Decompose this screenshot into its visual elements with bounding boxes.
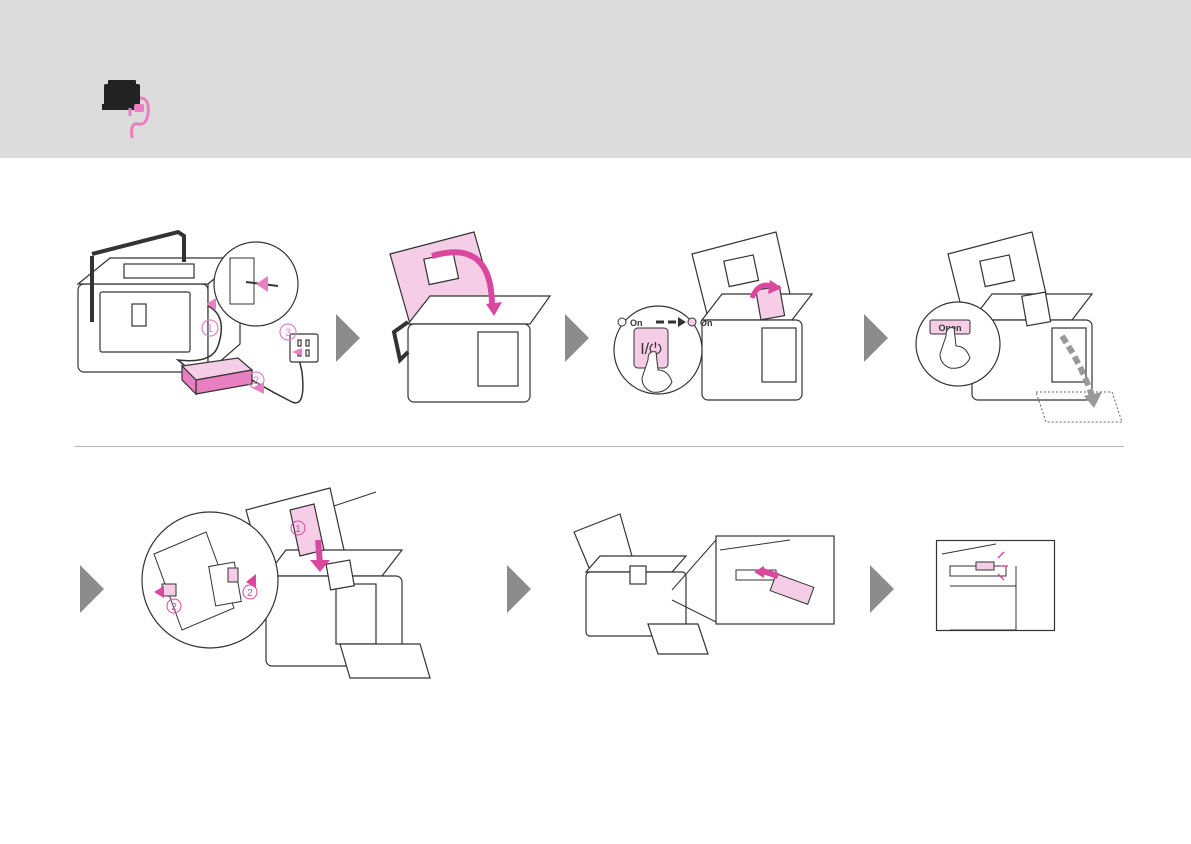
panel-open-cover bbox=[390, 232, 550, 407]
right-arrow-icon bbox=[870, 565, 894, 613]
right-arrow-icon bbox=[864, 314, 888, 362]
card-access-light bbox=[976, 562, 994, 570]
panel-power-on: I/⏻ On On bbox=[612, 232, 822, 407]
power-on-label: On bbox=[700, 318, 713, 328]
power-light-off bbox=[618, 318, 626, 326]
power-light-on bbox=[688, 318, 696, 326]
power-off-label: On bbox=[630, 318, 643, 328]
right-arrow-icon bbox=[565, 314, 589, 362]
row-divider bbox=[74, 446, 1124, 447]
right-arrow-icon bbox=[336, 314, 360, 362]
panel-load-paper: 1 2 2 bbox=[140, 488, 440, 680]
callout-2-right-guide: 2 bbox=[247, 588, 253, 599]
callout-1-paper: 1 bbox=[295, 524, 301, 535]
callout-2: 2 bbox=[253, 375, 259, 387]
header-band bbox=[0, 0, 1191, 158]
right-arrow-icon bbox=[507, 565, 531, 613]
wall-outlet bbox=[290, 334, 318, 362]
panel-insert-card bbox=[560, 510, 840, 658]
callout-3: 3 bbox=[285, 327, 291, 339]
printer-power-plug-icon bbox=[100, 78, 160, 140]
callout-2-left-guide: 2 bbox=[171, 602, 177, 613]
panel-connect-power: 1 2 3 bbox=[70, 232, 320, 422]
right-arrow-icon bbox=[80, 565, 104, 613]
panel-card-light bbox=[936, 540, 1056, 632]
callout-1: 1 bbox=[207, 323, 213, 335]
zoom-inset-circle bbox=[916, 302, 1000, 386]
panel-open-tray: Open bbox=[912, 232, 1124, 427]
